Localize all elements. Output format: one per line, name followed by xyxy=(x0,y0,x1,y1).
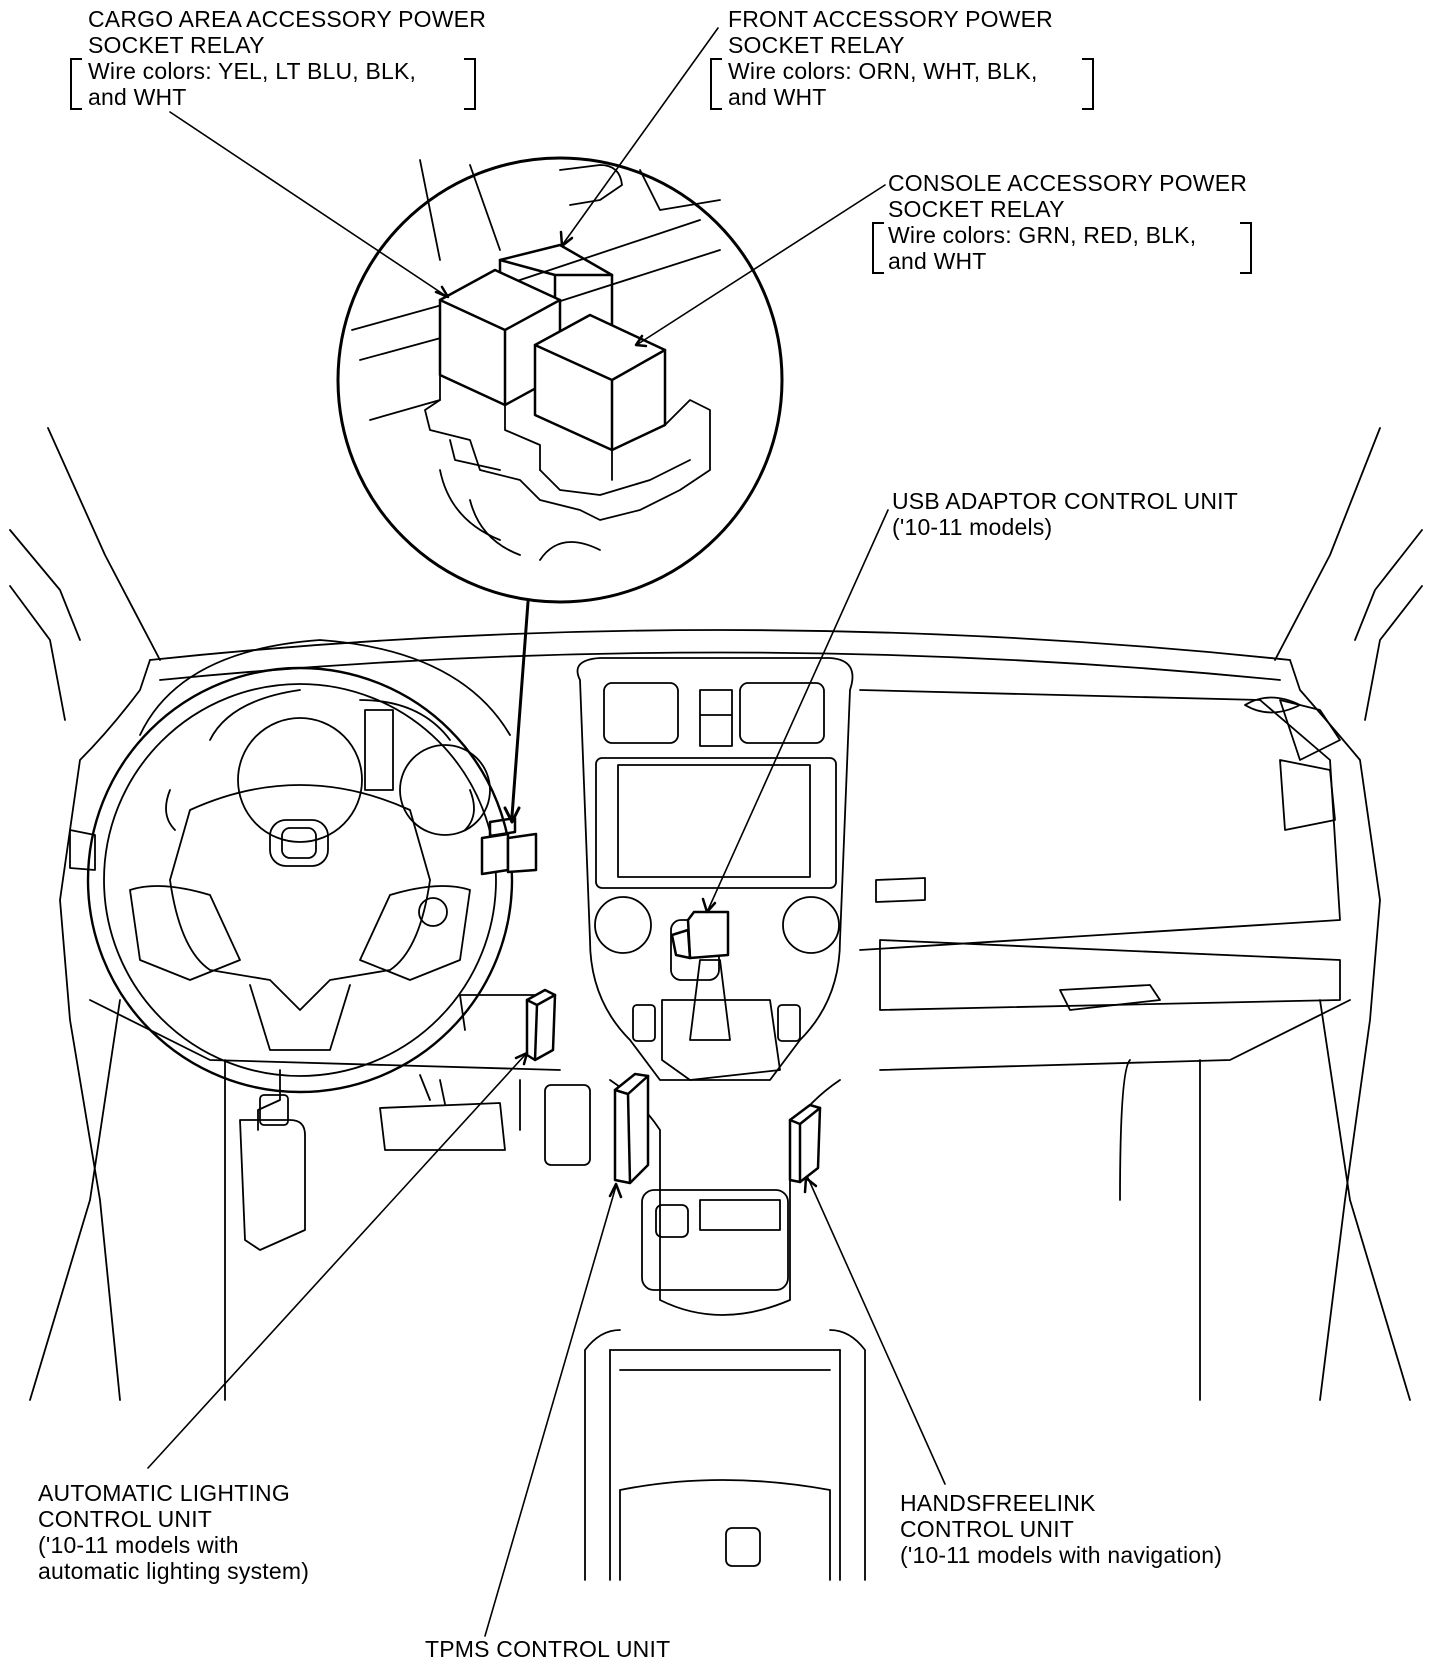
handsfreelink-note: ('10-11 models with navigation) xyxy=(900,1542,1223,1568)
usb-unit-title: USB ADAPTOR CONTROL UNIT xyxy=(892,488,1239,514)
tpms-unit xyxy=(613,1072,650,1185)
relay-location xyxy=(480,816,538,876)
steering-wheel xyxy=(86,666,514,1094)
passenger-footwell xyxy=(1119,1059,1201,1401)
auto-lighting-label: AUTOMATIC LIGHTING CONTROL UNIT ('10-11 … xyxy=(38,1480,309,1584)
cargo-relay-title-2: SOCKET RELAY xyxy=(88,32,265,58)
cargo-relay-label: CARGO AREA ACCESSORY POWER SOCKET RELAY … xyxy=(88,6,486,110)
usb-unit-note: ('10-11 models) xyxy=(892,514,1053,540)
front-relay-title-1: FRONT ACCESSORY POWER xyxy=(728,6,1053,32)
leader-lines xyxy=(147,27,946,1637)
auto-lighting-title-1: AUTOMATIC LIGHTING xyxy=(38,1480,290,1506)
cabin-outline xyxy=(9,427,1423,721)
cargo-relay-wire-2: and WHT xyxy=(88,84,187,110)
handsfreelink-title-1: HANDSFREELINK xyxy=(900,1490,1096,1516)
instrument-cluster xyxy=(69,639,511,871)
relay-detail-circle xyxy=(336,156,784,604)
handsfreelink-label: HANDSFREELINK CONTROL UNIT ('10-11 model… xyxy=(900,1490,1222,1568)
cargo-relay-title-1: CARGO AREA ACCESSORY POWER xyxy=(88,6,487,32)
tpms-title: TPMS CONTROL UNIT xyxy=(425,1636,671,1662)
console-relay-title-1: CONSOLE ACCESSORY POWER xyxy=(888,170,1248,196)
console-relay-bracket-right xyxy=(1240,222,1252,274)
center-stack xyxy=(576,657,854,1081)
usb-unit-label: USB ADAPTOR CONTROL UNIT ('10-11 models) xyxy=(892,488,1238,540)
tpms-label: TPMS CONTROL UNIT xyxy=(425,1636,670,1662)
dashboard xyxy=(29,659,1411,1401)
cargo-relay-wire-1: Wire colors: YEL, LT BLU, BLK, xyxy=(88,58,417,84)
auto-lighting-note-1: ('10-11 models with xyxy=(38,1532,239,1558)
console-relay-detail xyxy=(533,313,667,452)
detail-leader xyxy=(510,600,530,818)
auto-lighting-title-2: CONTROL UNIT xyxy=(38,1506,213,1532)
front-relay-wire-1: Wire colors: ORN, WHT, BLK, xyxy=(728,58,1038,84)
console-relay-wire-1: Wire colors: GRN, RED, BLK, xyxy=(888,222,1197,248)
handsfreelink-title-2: CONTROL UNIT xyxy=(900,1516,1075,1542)
console-relay-bracket-left xyxy=(872,222,884,274)
console-relay-label: CONSOLE ACCESSORY POWER SOCKET RELAY Wir… xyxy=(888,170,1247,274)
console-relay-wire-2: and WHT xyxy=(888,248,987,274)
handsfreelink-unit xyxy=(788,1103,822,1184)
front-relay-label: FRONT ACCESSORY POWER SOCKET RELAY Wire … xyxy=(728,6,1053,110)
usb-unit xyxy=(670,910,730,960)
relay-bracket-detail xyxy=(424,374,711,521)
front-relay-title-2: SOCKET RELAY xyxy=(728,32,905,58)
console-relay-title-2: SOCKET RELAY xyxy=(888,196,1065,222)
auto-lighting-unit xyxy=(525,988,557,1062)
front-relay-wire-2: and WHT xyxy=(728,84,827,110)
cargo-relay-bracket-left xyxy=(70,58,82,110)
cargo-relay-bracket-right xyxy=(464,58,476,110)
auto-lighting-note-2: automatic lighting system) xyxy=(38,1558,310,1584)
front-relay-bracket-right xyxy=(1082,58,1094,110)
driver-footwell xyxy=(224,994,591,1401)
front-relay-bracket-left xyxy=(710,58,722,110)
